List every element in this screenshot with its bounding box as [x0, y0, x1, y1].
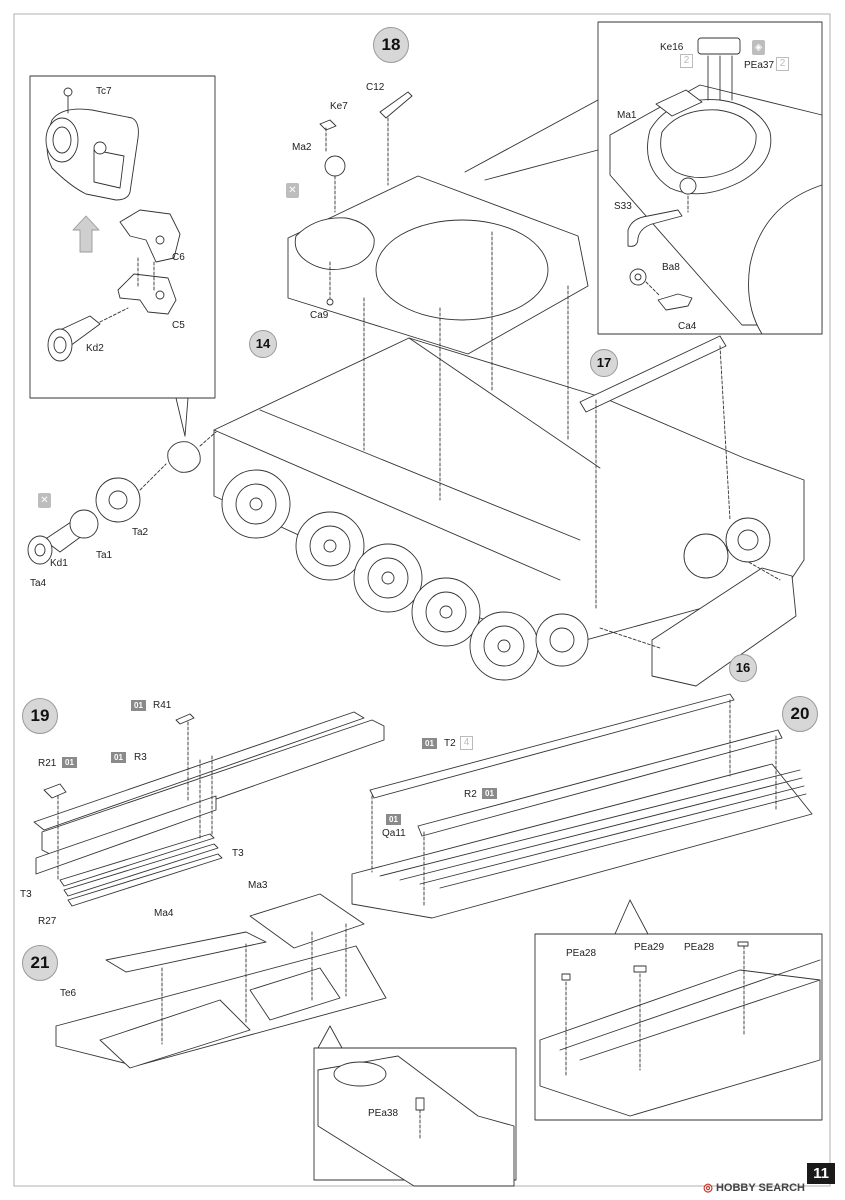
part-label-r21: R21 — [38, 758, 57, 769]
step20-inset — [534, 899, 823, 1121]
part-label-ba8: Ba8 — [662, 262, 680, 273]
part-label-ma2: Ma2 — [292, 142, 312, 153]
part-label-ta1: Ta1 — [96, 550, 113, 561]
callout-16: 16 — [729, 654, 757, 682]
step-number-21: 21 — [22, 945, 58, 981]
quantity-badge: 2 — [680, 54, 693, 68]
step-number-20: 20 — [782, 696, 818, 732]
part-label-t3: T3 — [20, 889, 32, 900]
step-number-19: 19 — [22, 698, 58, 734]
part-label-kd1: Kd1 — [50, 558, 68, 569]
part-label-ma4: Ma4 — [154, 908, 174, 919]
step21-inset — [313, 1025, 517, 1187]
part-label-ma3: Ma3 — [248, 880, 268, 891]
caution-icon: ✕ — [38, 493, 51, 508]
part-label-r41: R41 — [153, 700, 172, 711]
part-label-r3: R3 — [134, 752, 147, 763]
part-label-t3: T3 — [232, 848, 244, 859]
part-label-qa11: Qa11 — [382, 828, 406, 839]
watermark: ◎ HOBBY SEARCH — [703, 1182, 805, 1194]
step19-parts — [33, 711, 385, 907]
part-label-c6: C6 — [172, 252, 185, 263]
material-tag: 01 — [62, 757, 77, 768]
step21-parts — [55, 893, 387, 1069]
part-label-pea37: PEa37 — [744, 60, 775, 71]
watermark-text: HOBBY SEARCH — [715, 1182, 805, 1194]
material-tag: 01 — [386, 814, 401, 825]
part-label-tc7: Tc7 — [96, 86, 112, 97]
callout-17: 17 — [590, 349, 618, 377]
inset-right-parts — [609, 37, 823, 335]
material-tag: 01 — [131, 700, 146, 711]
quantity-badge: 2 — [776, 57, 789, 71]
part-label-ca9: Ca9 — [310, 310, 329, 321]
part-label-te6: Te6 — [60, 988, 77, 999]
part-label-s33: S33 — [614, 201, 632, 212]
part-label-r2: R2 — [464, 789, 477, 800]
part-label-t2: T2 — [444, 738, 456, 749]
step-number-18: 18 — [373, 27, 409, 63]
material-tag: 01 — [422, 738, 437, 749]
part-label-kd2: Kd2 — [86, 343, 104, 354]
callout-14: 14 — [249, 330, 277, 358]
page-number: 11 — [807, 1163, 835, 1184]
hull-main — [27, 91, 805, 687]
part-label-pea28: PEa28 — [566, 948, 597, 959]
material-tag: 01 — [111, 752, 126, 763]
part-label-c12: C12 — [366, 82, 385, 93]
part-label-ke7: Ke7 — [330, 101, 348, 112]
step20-parts — [351, 693, 813, 919]
part-label-ma1: Ma1 — [617, 110, 637, 121]
caution-icon: ✕ — [286, 183, 299, 198]
inset-left-parts — [45, 87, 181, 362]
photo-etch-icon: ◈ — [752, 40, 765, 55]
part-label-pea28: PEa28 — [684, 942, 715, 953]
part-label-pea29: PEa29 — [634, 942, 665, 953]
quantity-badge: 4 — [460, 736, 473, 750]
part-label-ca4: Ca4 — [678, 321, 697, 332]
material-tag: 01 — [482, 788, 497, 799]
part-label-r27: R27 — [38, 916, 57, 927]
part-label-ta4: Ta4 — [30, 578, 47, 589]
part-label-ta2: Ta2 — [132, 527, 149, 538]
part-label-ke16: Ke16 — [660, 42, 684, 53]
inset-left-frame — [29, 75, 216, 437]
part-label-c5: C5 — [172, 320, 185, 331]
part-label-pea38: PEa38 — [368, 1108, 399, 1119]
